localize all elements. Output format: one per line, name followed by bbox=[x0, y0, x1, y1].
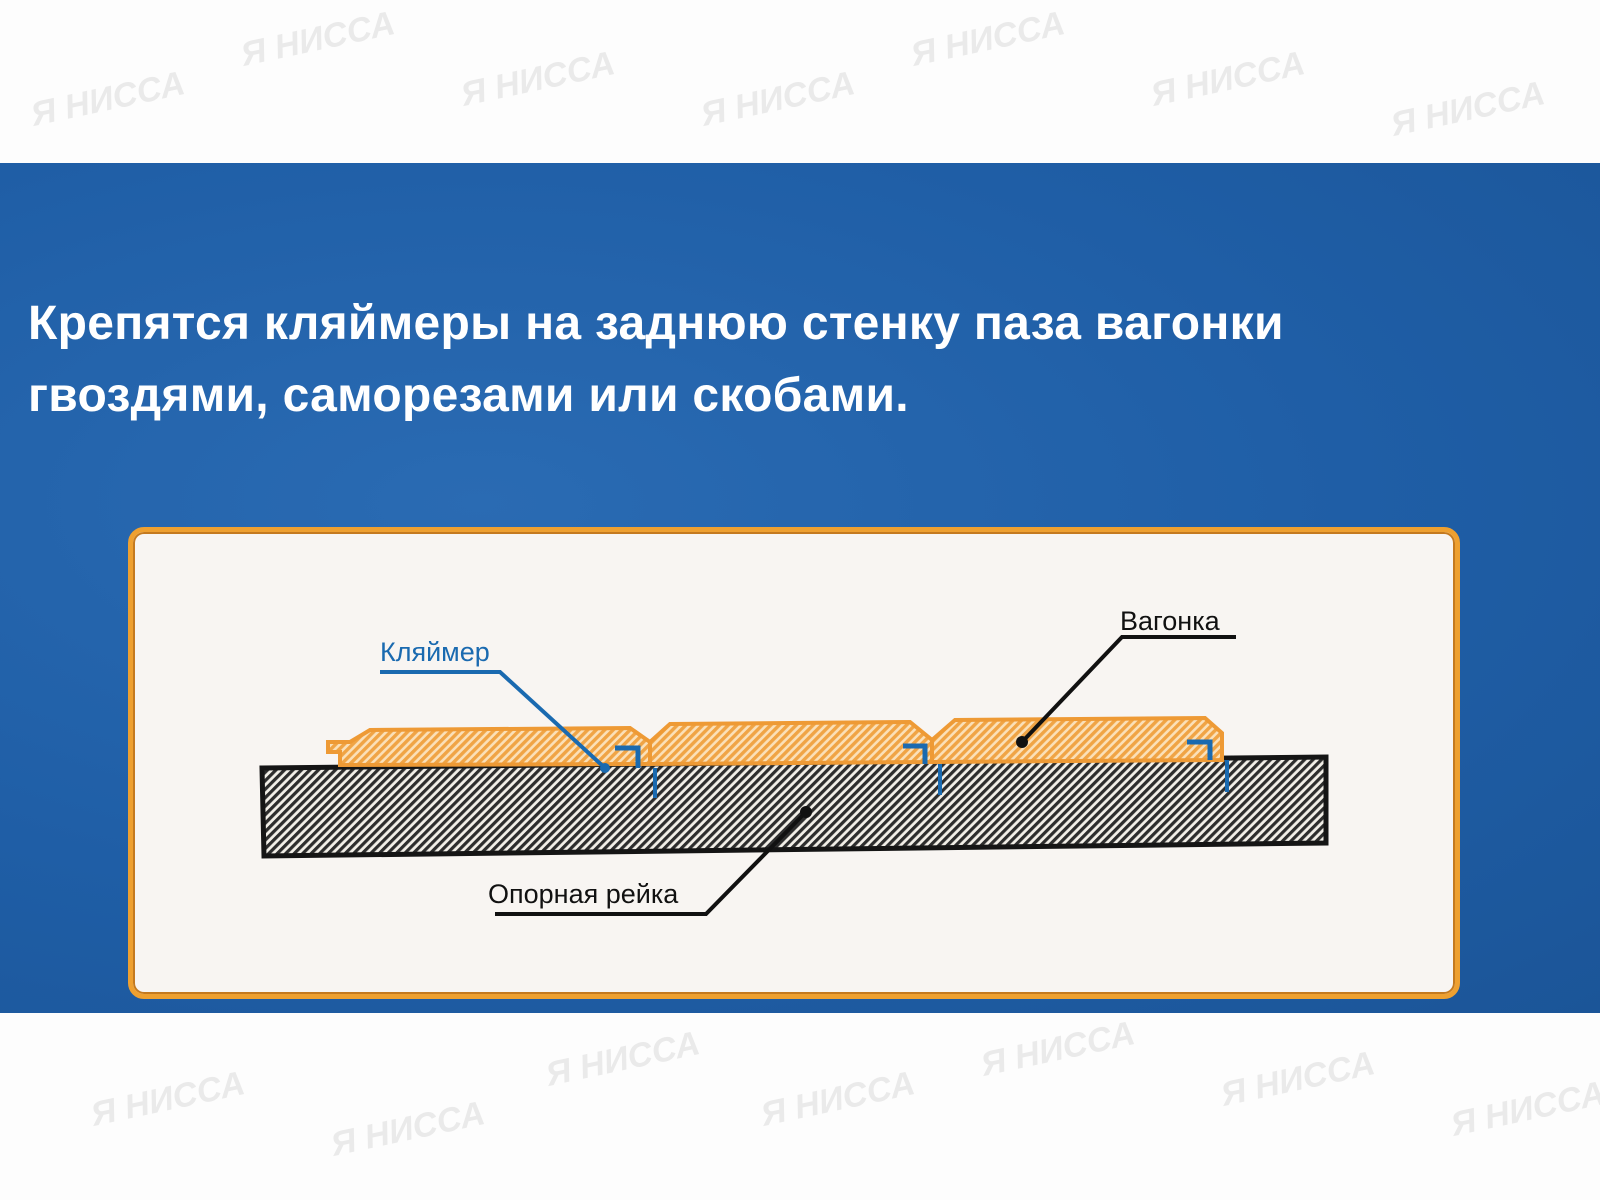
board-3 bbox=[930, 715, 1224, 765]
clip-leader-dot bbox=[600, 763, 610, 773]
clip-2 bbox=[903, 743, 942, 795]
clip-1 bbox=[615, 745, 657, 798]
instruction-heading: Крепятся кляймеры на заднюю стенку паза … bbox=[28, 288, 1588, 432]
board-leader-line bbox=[1020, 635, 1236, 744]
heading-line-1: Крепятся кляймеры на заднюю стенку паза … bbox=[28, 297, 1284, 350]
rail-label: Опорная рейка bbox=[488, 879, 679, 909]
board-label: Вагонка bbox=[1120, 606, 1221, 636]
heading-line-2: гвоздями, саморезами или скобами. bbox=[28, 369, 909, 422]
board-2 bbox=[648, 719, 934, 767]
board-1 bbox=[326, 725, 652, 768]
support-rail bbox=[259, 754, 1329, 859]
clip-3 bbox=[1187, 739, 1229, 792]
rail-leader-dot bbox=[800, 806, 812, 818]
rail-leader-line bbox=[495, 810, 808, 916]
board-leader-dot bbox=[1016, 736, 1028, 748]
clip-leader-line bbox=[380, 670, 607, 770]
clip-label: Кляймер bbox=[380, 637, 490, 667]
